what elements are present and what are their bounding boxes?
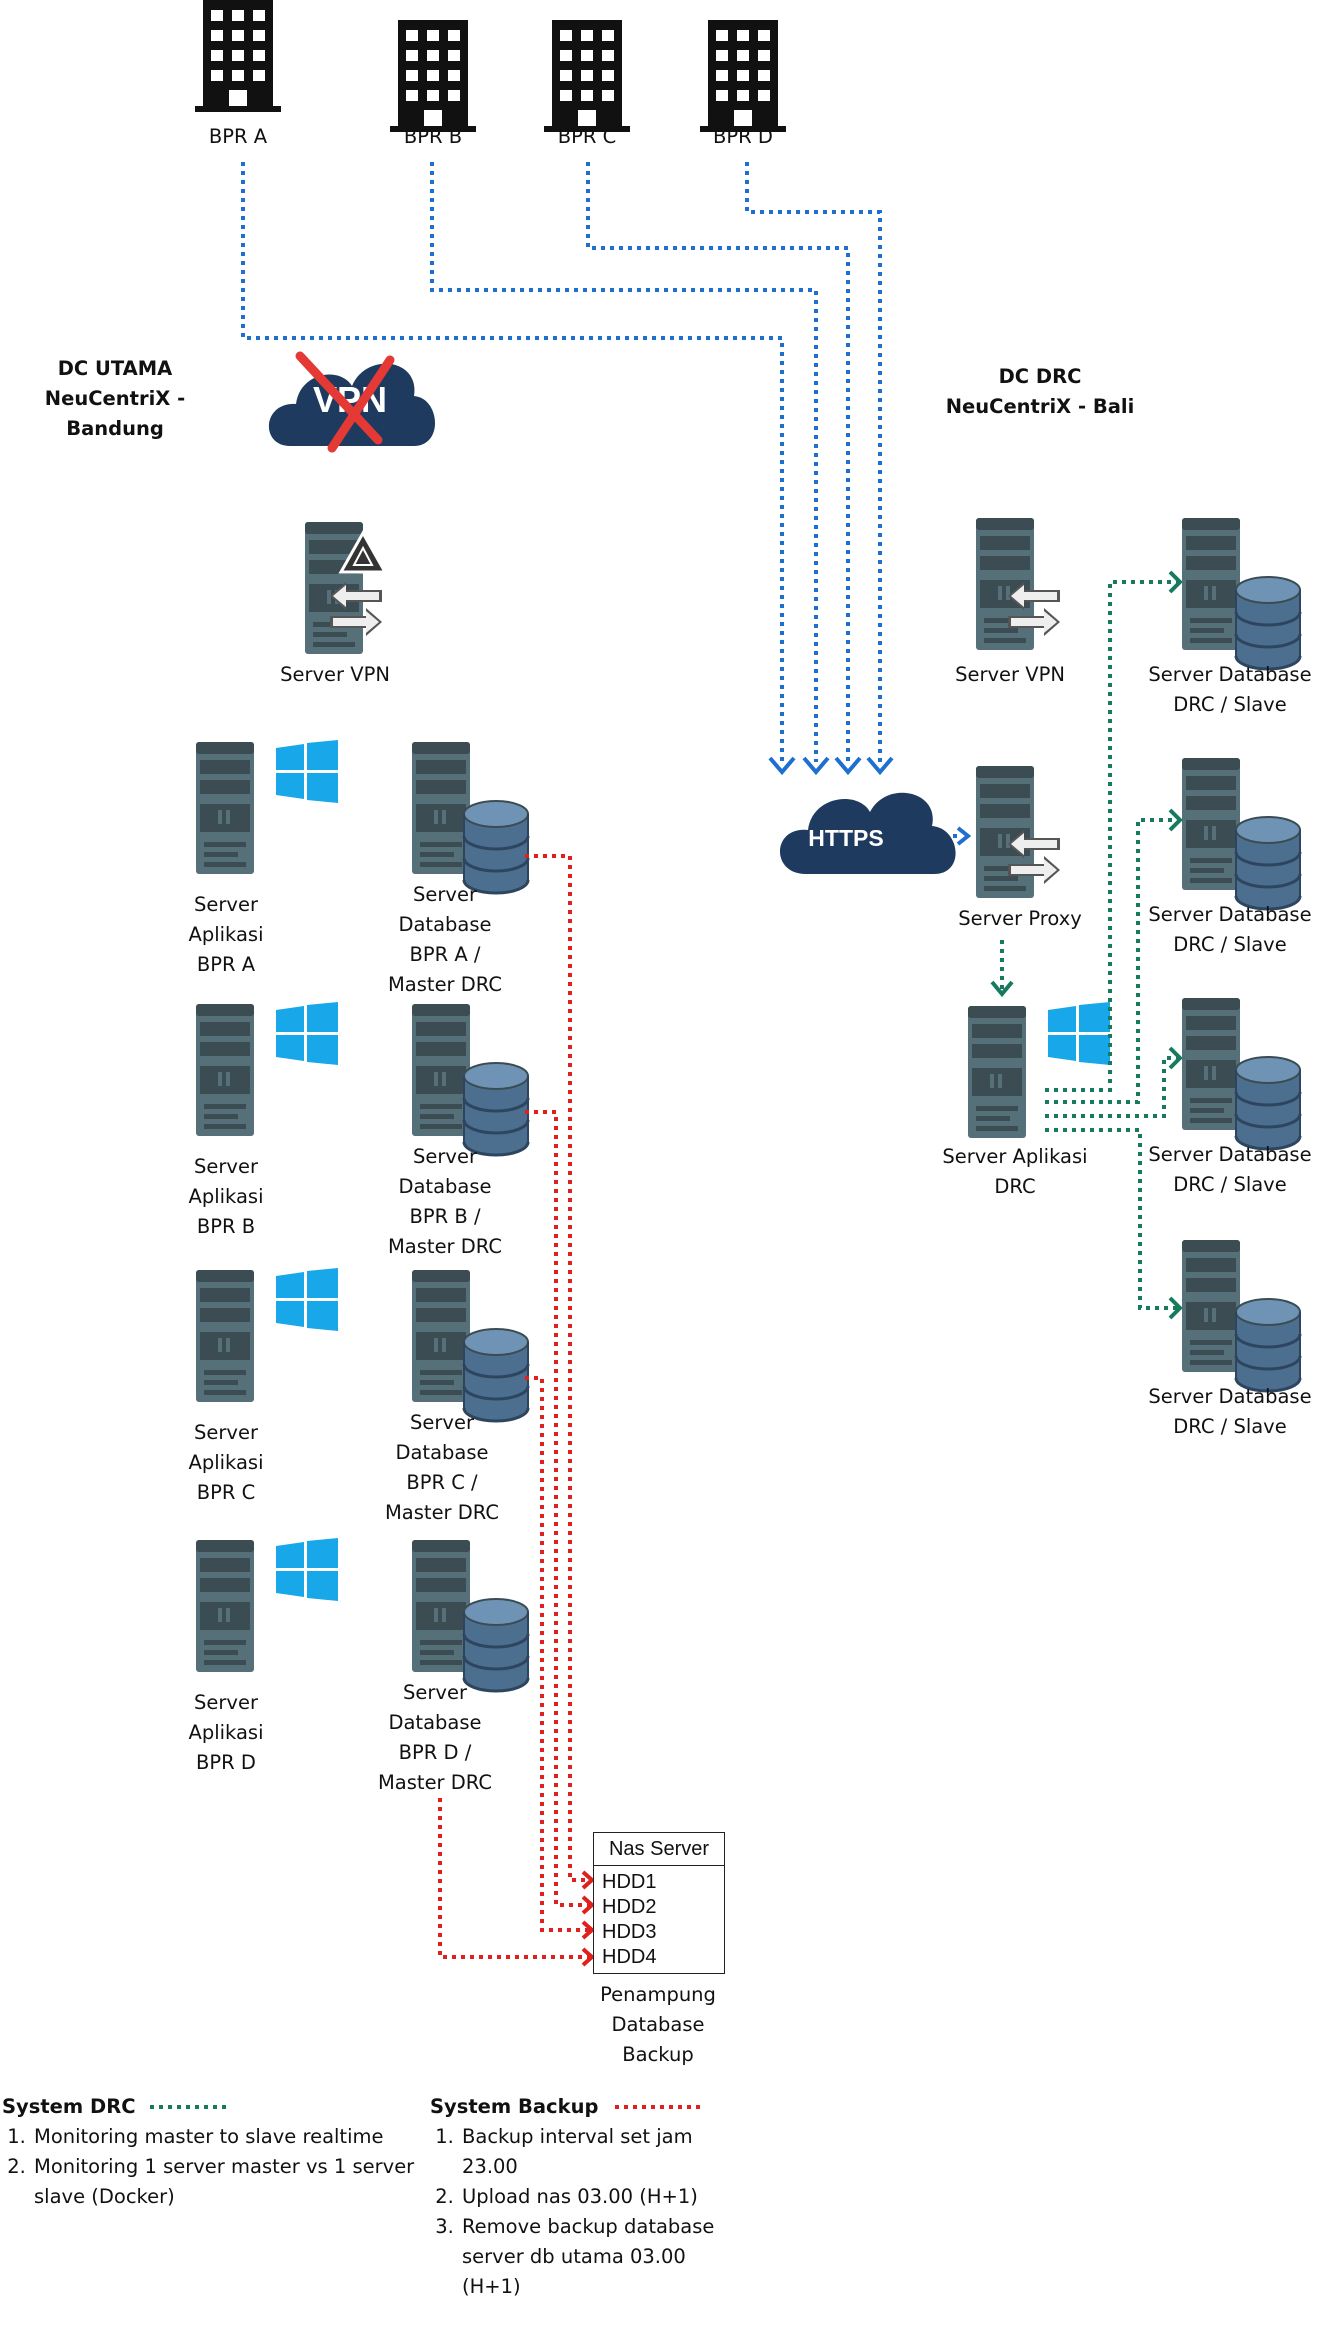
drc-arrowheads [990,570,1183,1320]
building-icon-bpr-a [195,0,281,112]
nas-hdd: HDD3 [602,1921,657,1943]
db-server-label: Server Database BPR D / Master DRC [377,1681,492,1794]
building-label-bpr-a: BPR A [208,125,268,148]
drc-app-server-icon [968,1006,1026,1138]
drc-database-icon [1234,815,1302,911]
drc-server-vpn-icon [976,518,1034,650]
windows-icon [276,1538,338,1601]
legend-drc-item: Monitoring master to slave realtime [32,2122,422,2152]
https-cloud-icon: HTTPS [779,792,956,874]
building-icon-bpr-b [390,20,476,132]
https-links [241,162,962,838]
windows-icon [276,740,338,803]
drc-app-server-label: Server Aplikasi DRC [942,1145,1088,1198]
server-vpn-icon [305,522,363,654]
cross-icon [295,351,395,453]
app-server-icon [196,1540,254,1672]
legend-backup-item: Upload nas 03.00 (H+1) [460,2182,750,2212]
nas-hdd: HDD1 [602,1871,657,1893]
db-server-icon [412,1270,470,1402]
drc-db-server-icon [1182,998,1240,1130]
app-server-label: Server Aplikasi BPR C [188,1421,264,1504]
legend-drc-item: Monitoring 1 server master vs 1 server s… [32,2152,422,2212]
legend-drc: System DRC Monitoring master to slave re… [2,2092,422,2212]
windows-icon [276,1268,338,1331]
drc-server-proxy-icon [976,766,1034,898]
drc-database-icon [1234,575,1302,671]
app-server-label: Server Aplikasi BPR B [188,1155,264,1238]
drc-database-icon [1234,1055,1302,1151]
db-server-label: Server Database BPR A / Master DRC [387,883,502,996]
backup-links [438,854,590,1959]
drc-db-server-icon [1182,758,1240,890]
drc-database-icon [1234,1297,1302,1393]
building-label-bpr-b: BPR B [403,125,463,148]
nas-caption: Penampung Database Backup [600,1983,716,2066]
legend-backup: System Backup Backup interval set jam 23… [430,2092,750,2302]
drc-db-server-icon [1182,1240,1240,1372]
db-server-label: Server Database BPR B / Master DRC [387,1145,502,1258]
drc-db-server-label: Server Database DRC / Slave [1148,1143,1312,1196]
nas-title: Nas Server [594,1833,724,1866]
drc-server-proxy-label: Server Proxy [958,907,1082,930]
drc-db-server-label: Server Database DRC / Slave [1148,903,1312,956]
building-label-bpr-c: BPR C [557,125,617,148]
legend-backup-item: Backup interval set jam 23.00 [460,2122,750,2182]
nas-server-box: Nas Server HDD1 HDD2 HDD3 HDD4 [593,1832,725,1974]
db-server-icon [412,1004,470,1136]
nas-hdd: HDD2 [602,1896,657,1918]
drc-db-server-label: Server Database DRC / Slave [1148,1385,1312,1438]
db-server-icon [412,742,470,874]
backup-arrowheads [581,1870,596,1967]
building-label-bpr-d: BPR D [713,125,773,148]
legend-backup-title: System Backup [430,2095,599,2118]
db-server-icon [412,1540,470,1672]
vpn-cloud-icon: VPN [268,351,436,453]
https-arrowheads [768,756,972,846]
nas-hdd: HDD4 [602,1946,657,1968]
app-server-label: Server Aplikasi BPR A [188,893,264,976]
windows-icon-drc [1048,1002,1110,1065]
windows-icon [276,1002,338,1065]
app-server-icon [196,1004,254,1136]
server-vpn-label: Server VPN [280,663,390,686]
legend-drc-title: System DRC [2,2095,136,2118]
drc-db-server-label: Server Database DRC / Slave [1148,663,1312,716]
drc-links [150,580,1178,2109]
dc-utama-label: DC UTAMA NeuCentriX - Bandung [44,357,186,440]
app-server-label: Server Aplikasi BPR D [188,1691,264,1774]
drc-server-vpn-label: Server VPN [955,663,1065,686]
https-text: HTTPS [808,825,883,851]
building-icon-bpr-d [700,20,786,132]
dc-drc-label: DC DRC NeuCentriX - Bali [945,365,1135,418]
legend-backup-item: Remove backup database server db utama 0… [460,2212,750,2302]
app-server-icon [196,1270,254,1402]
app-server-icon [196,742,254,874]
building-icon-bpr-c [544,20,630,132]
db-server-label: Server Database BPR C / Master DRC [384,1411,499,1524]
drc-db-server-icon [1182,518,1240,650]
warning-icon [338,529,388,574]
